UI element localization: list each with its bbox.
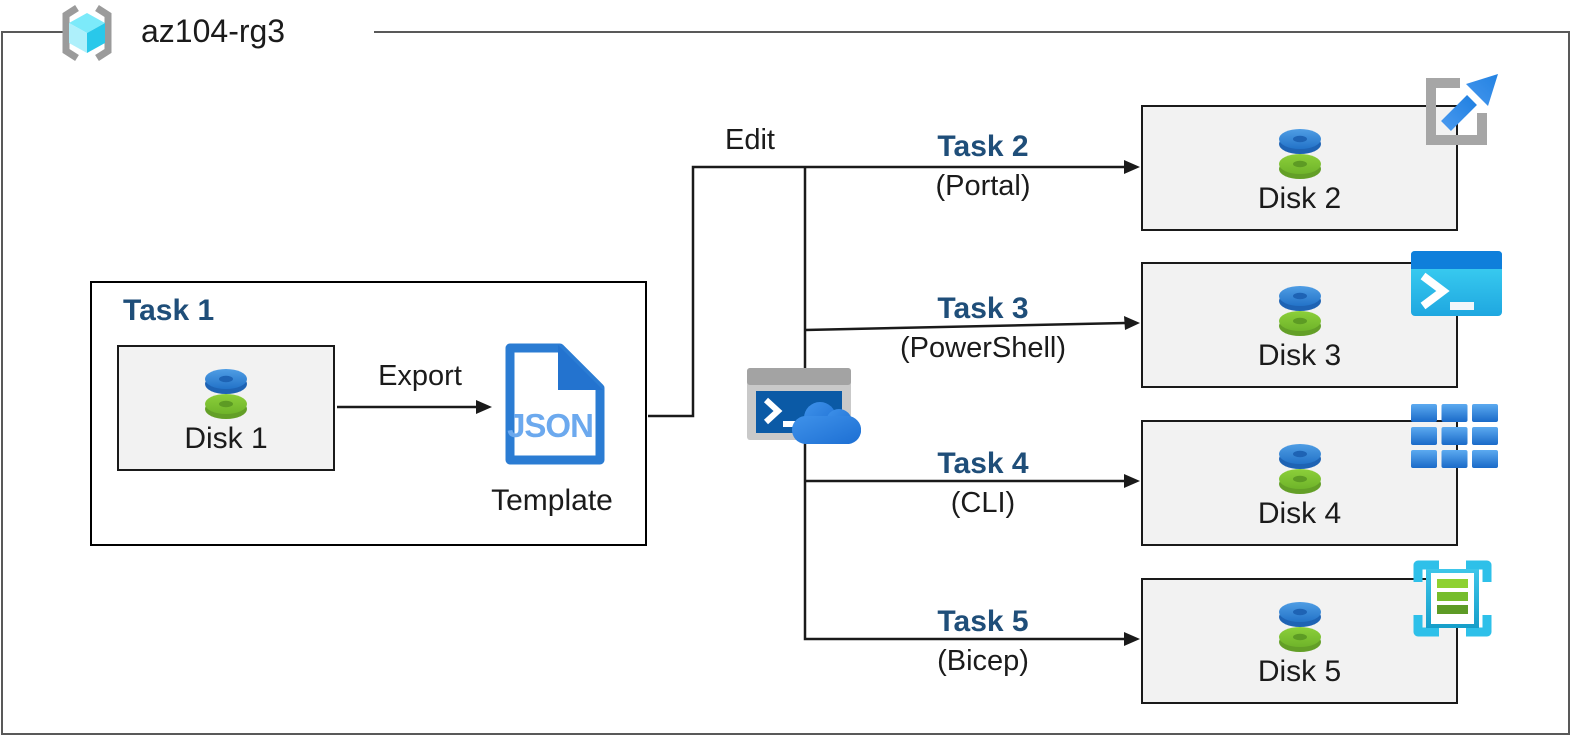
task2-method: (Portal) [935, 170, 1031, 202]
title-bar [1411, 251, 1502, 269]
disk-icon [1278, 602, 1321, 652]
portal-icon [1426, 74, 1498, 145]
task4-label: Task 4 [937, 447, 1029, 480]
folded-corner [558, 345, 603, 390]
json-doc-text: JSON [507, 407, 593, 444]
task5-label: Task 5 [937, 605, 1029, 638]
resource-group-frame [1, 31, 1570, 735]
resource-group-label: az104-rg3 [141, 13, 286, 49]
task3-label: Task 3 [937, 292, 1029, 325]
disk-box-4: Disk 4 [1141, 420, 1458, 546]
task4-method: (CLI) [950, 487, 1016, 519]
powershell-icon [1411, 251, 1502, 316]
cli-icon [1411, 404, 1498, 468]
disk-box-5: Disk 5 [1141, 578, 1458, 704]
disk-label: Disk 3 [1257, 339, 1342, 372]
disk-icon [1278, 444, 1321, 494]
disk-label: Disk 2 [1257, 182, 1342, 215]
disk-box-3: Disk 3 [1141, 262, 1458, 388]
task5-method: (Bicep) [937, 645, 1029, 677]
disk-label: Disk 5 [1257, 655, 1342, 688]
edit-label: Edit [725, 124, 775, 156]
template-label: Template [491, 484, 613, 517]
json-template-icon: JSON [505, 343, 605, 465]
frame-title-gap [64, 28, 374, 37]
disk-label: Disk 1 [184, 422, 268, 455]
prompt-chevron [1420, 272, 1450, 310]
task3-method: (PowerShell) [900, 332, 1066, 364]
resource-group-icon [62, 5, 112, 61]
disk-icon [205, 369, 247, 419]
bicep-icon [1413, 560, 1492, 637]
disk-box-2: Disk 2 [1141, 105, 1458, 231]
disk-icon [1278, 129, 1321, 179]
task2-label: Task 2 [937, 130, 1029, 163]
task1-title: Task 1 [123, 294, 215, 327]
disk-icon [1278, 286, 1321, 336]
arrow-head [1466, 74, 1498, 106]
disk-label: Disk 4 [1257, 497, 1342, 530]
template-lines [1437, 579, 1468, 614]
cloud-shell-icon [747, 368, 861, 444]
corner-brackets [1413, 560, 1492, 637]
disk-box-1: Disk 1 [117, 345, 335, 471]
export-label: Export [378, 360, 462, 392]
